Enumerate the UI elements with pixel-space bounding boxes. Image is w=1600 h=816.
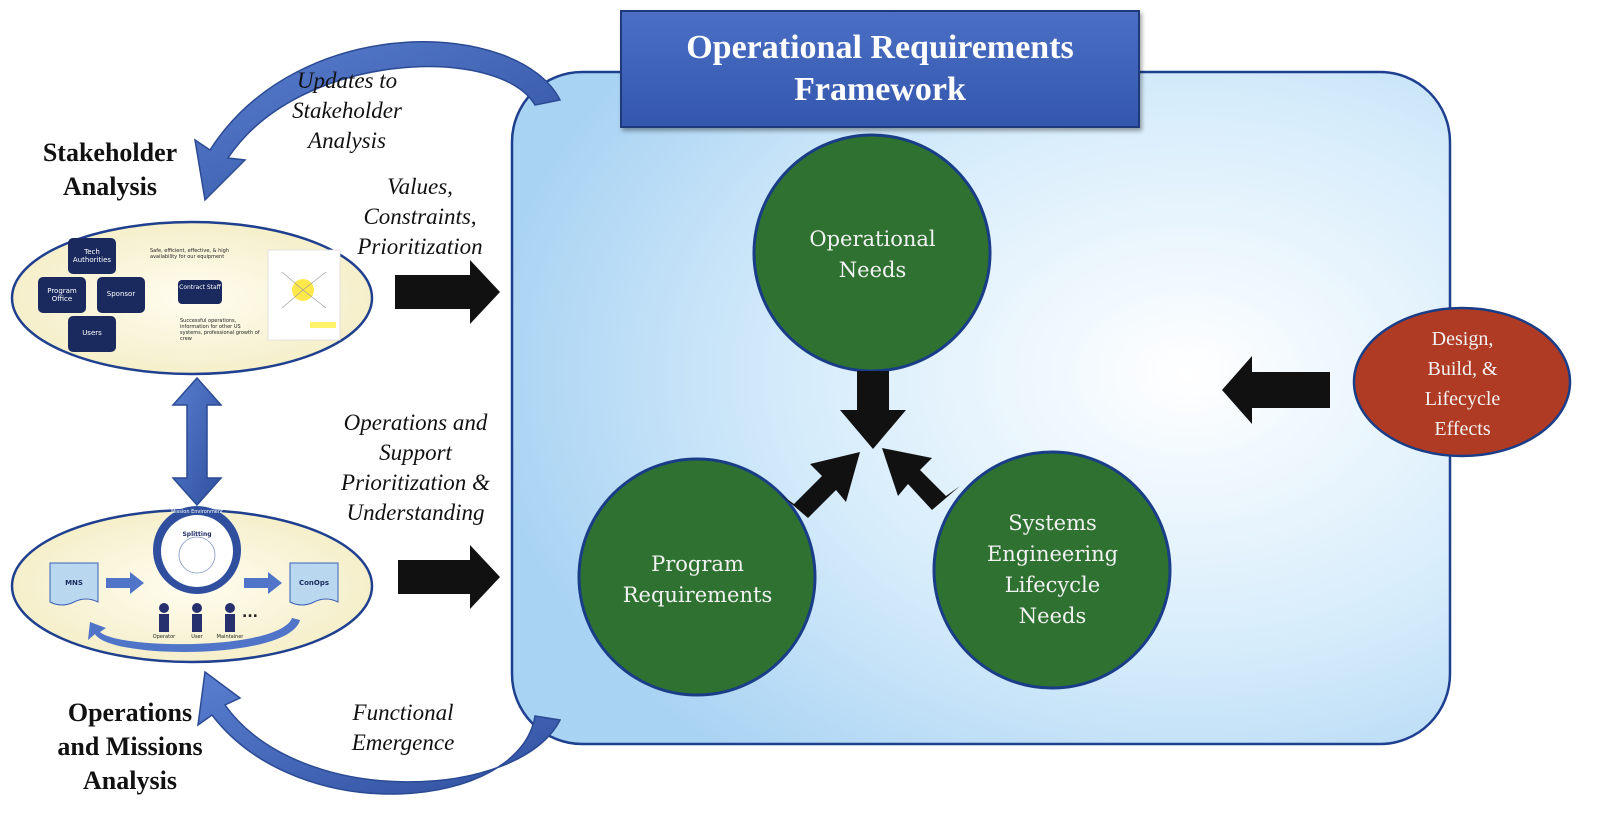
thumb-conops: ConOps — [298, 579, 330, 587]
thumb-maintainer: Maintainer — [216, 634, 244, 640]
operations-support-label: Operations and Support Prioritization & … — [341, 410, 490, 525]
program-requirements-label: Program Requirements — [622, 552, 773, 607]
functional-emergence-label: Functional Emergence — [351, 700, 455, 755]
values-input-arrow — [395, 260, 500, 324]
updates-label: Updates to Stakeholder Analysis — [292, 68, 402, 153]
thumb-users: Users — [82, 329, 102, 337]
systems-engineering-label: Systems Engineering Lifecycle Needs — [986, 511, 1119, 628]
values-label: Values, Constraints, Prioritization — [357, 174, 483, 259]
thumb-tech-authorities: Tech Authorities — [72, 248, 112, 264]
operations-thumbnail-graphics — [49, 506, 339, 653]
thumb-operator: Operator — [152, 634, 176, 640]
operational-needs-label: Operational Needs — [809, 227, 936, 282]
systems-engineering-circle — [932, 450, 1172, 690]
stakeholder-analysis-label: Stakeholder Analysis — [42, 138, 178, 201]
operational-needs-down-arrow — [840, 371, 906, 449]
thumb-program-office: Program Office — [47, 287, 77, 303]
design-build-label: Design, Build, & Lifecycle Effects — [1424, 328, 1501, 440]
stakeholder-thumbnail-boxes — [38, 238, 341, 352]
design-build-ellipse — [1352, 306, 1572, 458]
functional-emergence-curved-arrow — [197, 670, 562, 795]
thumb-ring-title: Mission Environment — [170, 509, 224, 515]
systems-to-center-arrow — [882, 448, 960, 510]
program-requirements-circle — [577, 457, 817, 697]
operations-input-arrow — [398, 545, 500, 609]
thumb-sponsor: Sponsor — [106, 290, 136, 298]
thumb-mns: MNS — [65, 579, 83, 587]
thumb-note-2: Successful operations, information for o… — [180, 318, 260, 342]
design-input-arrow — [1222, 356, 1330, 424]
framework-title-box: Operational Requirements Framework — [620, 10, 1140, 128]
thumb-contract-staff: Contract Staff — [179, 284, 221, 291]
updates-curved-arrow — [193, 41, 562, 202]
operations-missions-label: Operations and Missions Analysis — [57, 698, 203, 795]
program-to-center-arrow — [780, 452, 860, 518]
thumb-ellipsis: ... — [242, 605, 258, 621]
double-vertical-arrow — [171, 376, 223, 507]
thumb-user: User — [191, 634, 203, 640]
thumb-ring-center: Splitting — [182, 531, 212, 538]
framework-title: Operational Requirements Framework — [686, 29, 1074, 108]
thumb-note-1: Safe, efficient, effective, & high avail… — [150, 248, 229, 260]
